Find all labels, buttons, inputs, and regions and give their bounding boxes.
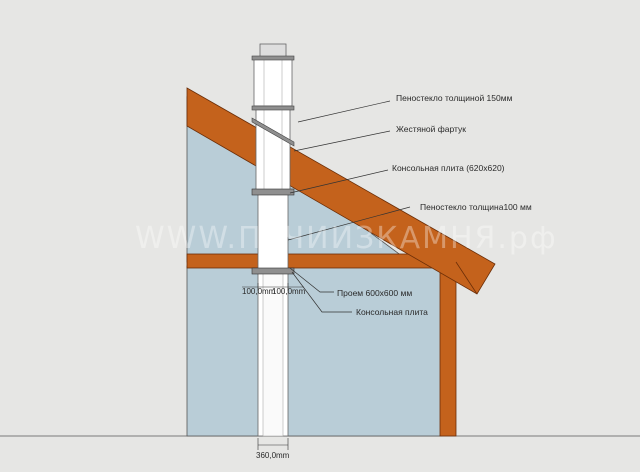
leader-console-plate (291, 271, 352, 313)
ground-floor-wall (186, 265, 443, 437)
eave-edge (455, 261, 478, 295)
leader-console-plate-620 (289, 169, 389, 194)
label-foam-glass-100: Пеностекло толщина100 мм (420, 202, 532, 212)
dim-base-width: 360,0mm (256, 451, 290, 460)
dim-right-gap: 100,0mm (272, 287, 306, 296)
chimney-pipe-top (253, 57, 293, 107)
label-console-plate-620: Консольная плита (620х620) (392, 163, 505, 173)
chimney-pipe-roof (255, 105, 291, 193)
label-opening-600: Проем 600х600 мм (337, 288, 412, 298)
label-console-plate: Консольная плита (356, 307, 428, 317)
console-plate-620 (251, 188, 295, 196)
leader-tin-apron (293, 130, 391, 152)
label-foam-glass-150: Пеностекло толщиной 150мм (396, 93, 513, 103)
watermark: WWW.ПЕЧИИЗКАМНЯ.рф (135, 221, 558, 256)
leader-opening-600 (289, 267, 334, 293)
dim-left-gap: 100,0mm (242, 287, 276, 296)
tin-apron (251, 117, 295, 147)
label-tin-apron: Жестяной фартук (396, 124, 466, 134)
chimney-pipe-attic (257, 191, 289, 271)
chimney-cap-plate (251, 55, 295, 61)
leader-foam-glass-150 (297, 100, 391, 123)
console-plate-lower (251, 267, 295, 275)
right-post (439, 261, 457, 437)
foam-glass-collar-150 (251, 105, 295, 111)
leader-foam-glass-100 (287, 206, 411, 241)
